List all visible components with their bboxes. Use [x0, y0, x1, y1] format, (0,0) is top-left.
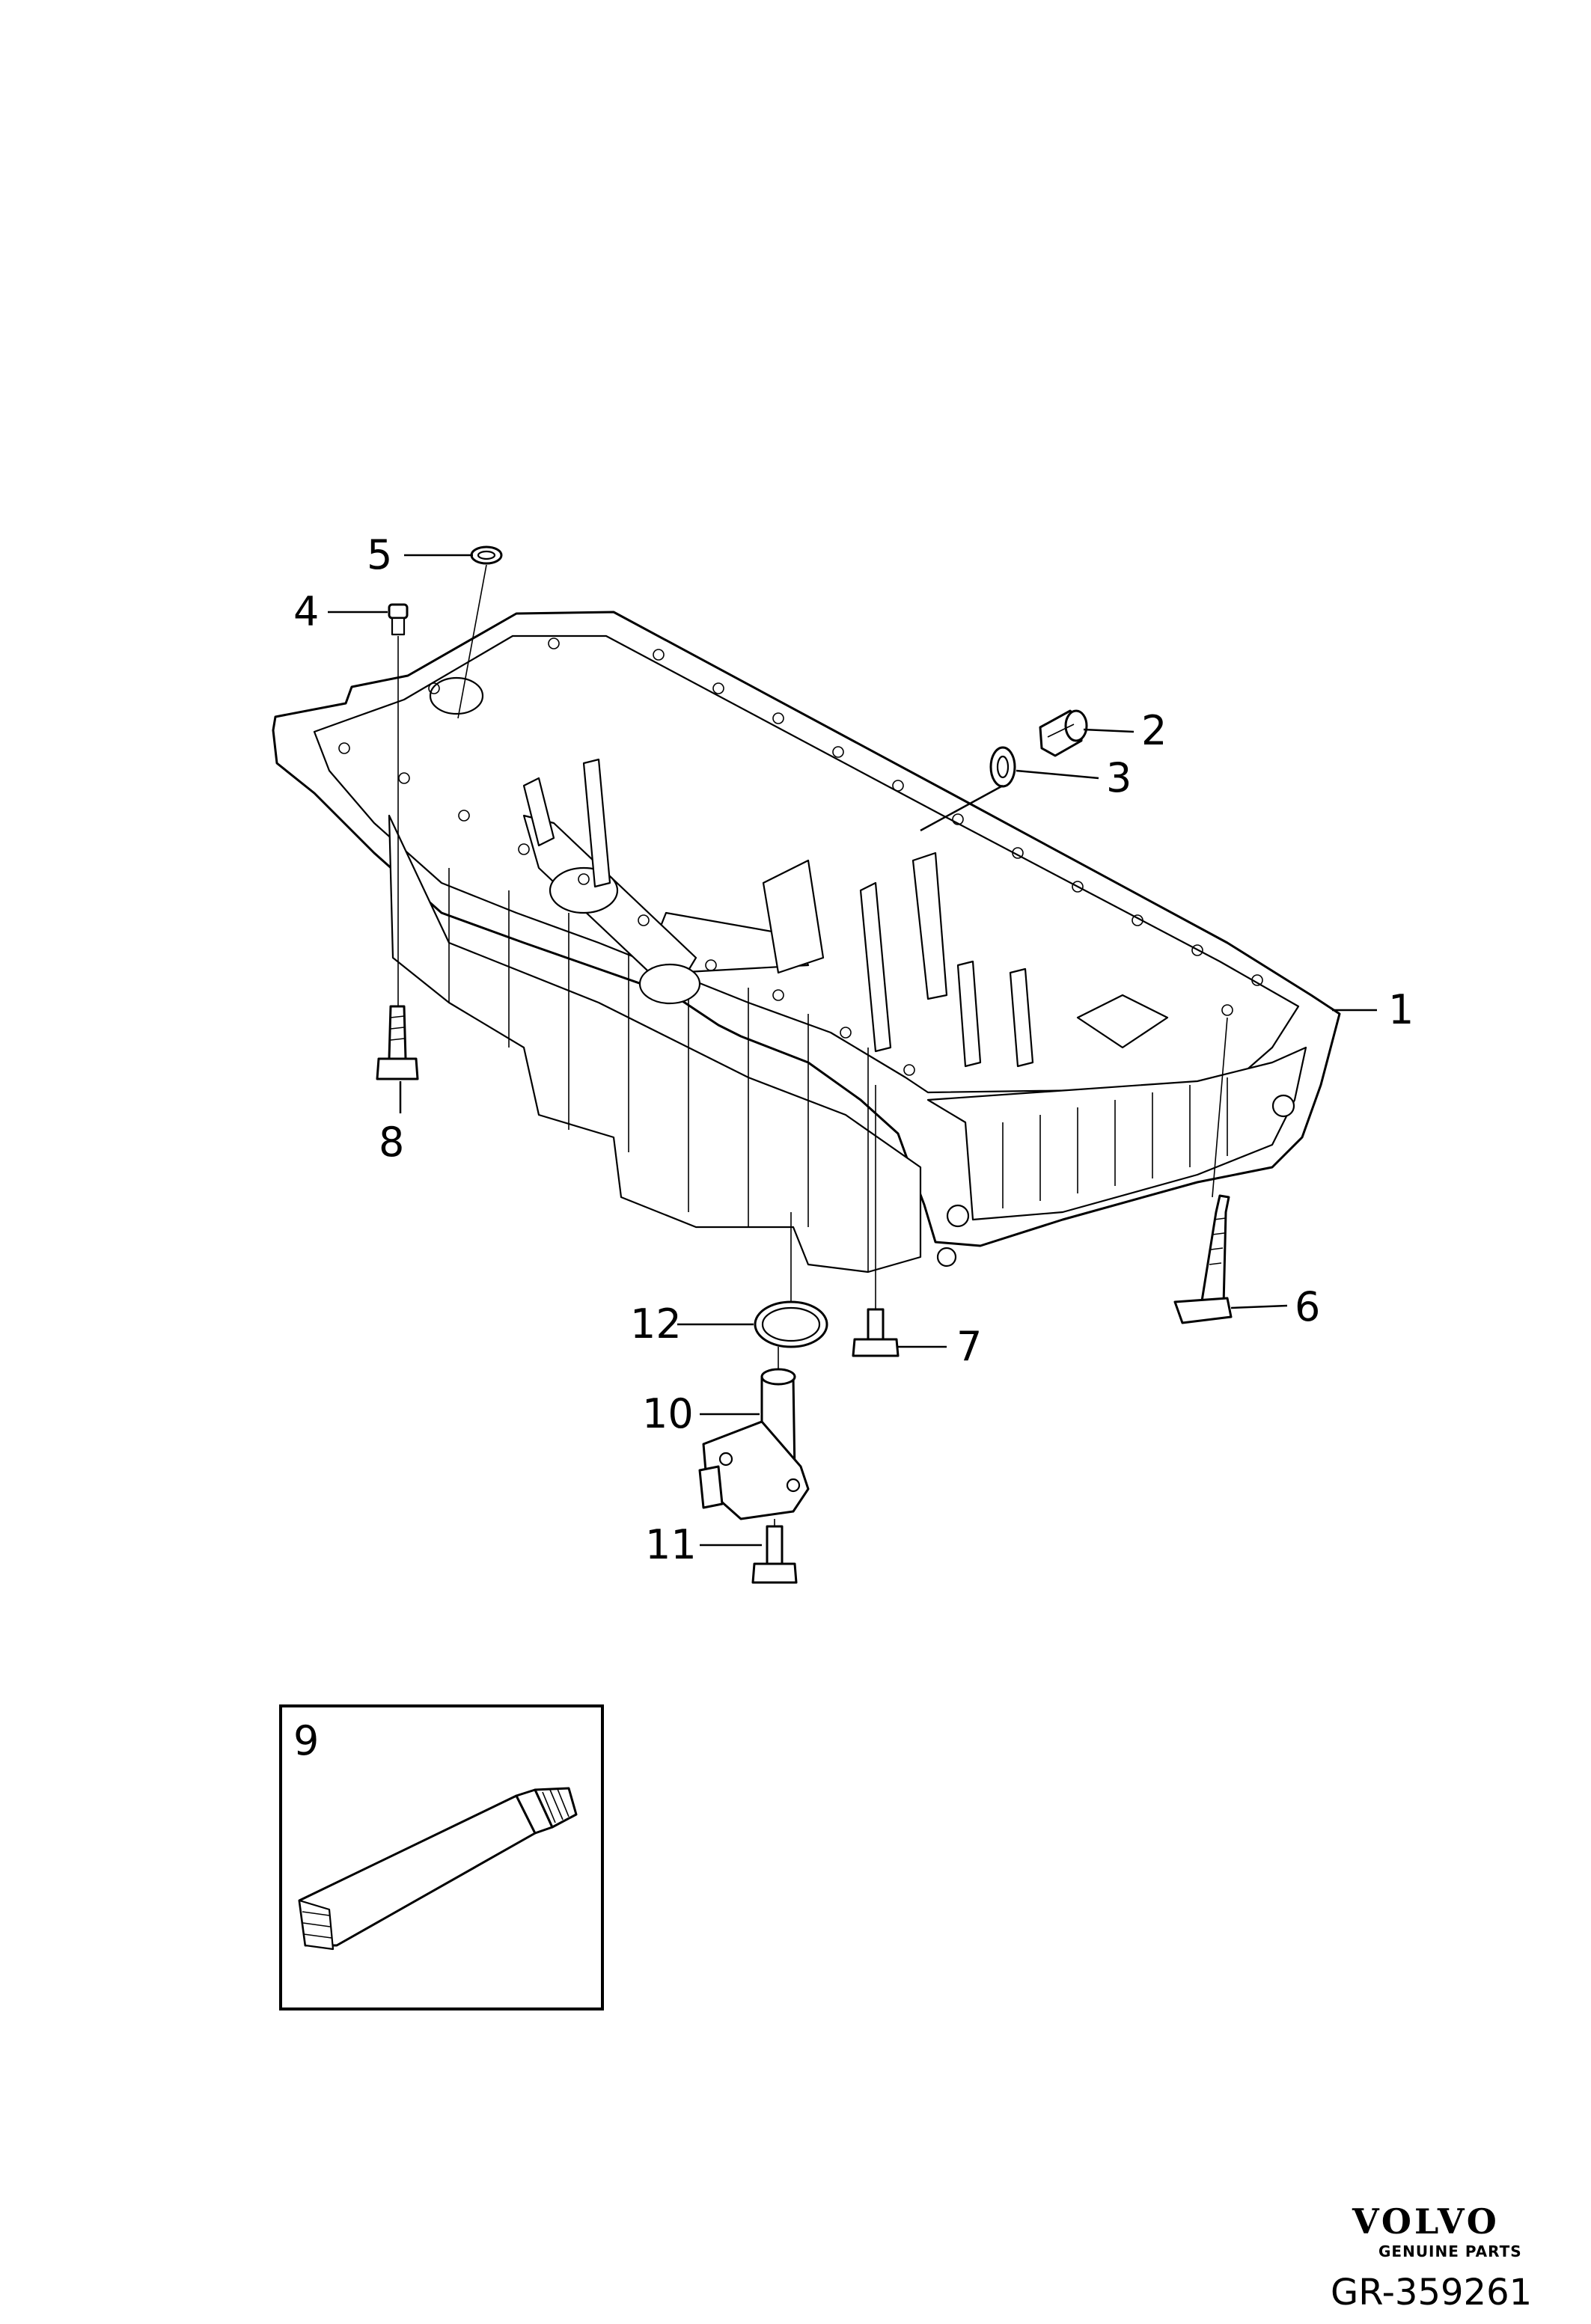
callout-labels: 1 2 3 4 5 6 7 8 10 11 12	[293, 531, 1414, 1568]
callout-3: 3	[1106, 754, 1132, 801]
o-ring-part-5	[470, 545, 503, 565]
center-lines	[397, 564, 1228, 1526]
leader-lines	[328, 554, 1377, 1547]
callout-9: 9	[293, 1717, 319, 1764]
volvo-logo: VOLVO GENUINE PARTS	[1352, 2201, 1522, 2260]
sealant-tube-icon	[298, 1787, 578, 1951]
logo-text: VOLVO	[1352, 2201, 1500, 2242]
callout-7: 7	[956, 1323, 982, 1370]
oil-pan-part-1	[272, 611, 1341, 1273]
drain-plug-part-2	[1039, 709, 1088, 757]
callout-10: 10	[642, 1390, 694, 1437]
bolt-part-6	[1173, 1194, 1233, 1324]
callout-5: 5	[367, 531, 392, 578]
bolt-part-11	[751, 1525, 798, 1584]
callout-2: 2	[1141, 707, 1167, 754]
callout-11: 11	[645, 1521, 697, 1568]
logo-subtitle: GENUINE PARTS	[1378, 2242, 1522, 2260]
reference-code: GR-359261	[1331, 2272, 1532, 2314]
o-ring-part-12	[754, 1300, 828, 1348]
callout-1: 1	[1388, 986, 1414, 1033]
bolt-part-7	[852, 1308, 900, 1357]
oil-level-sensor-part-10	[698, 1368, 810, 1520]
bolt-part-4	[388, 603, 409, 636]
callout-4: 4	[293, 588, 319, 635]
sealant-inset-box: 9	[279, 1704, 604, 2010]
bolt-part-8	[376, 1005, 419, 1080]
callout-6: 6	[1295, 1283, 1320, 1330]
callout-12: 12	[630, 1300, 682, 1348]
sealing-washer-part-3	[989, 746, 1016, 788]
callout-8: 8	[379, 1119, 404, 1166]
